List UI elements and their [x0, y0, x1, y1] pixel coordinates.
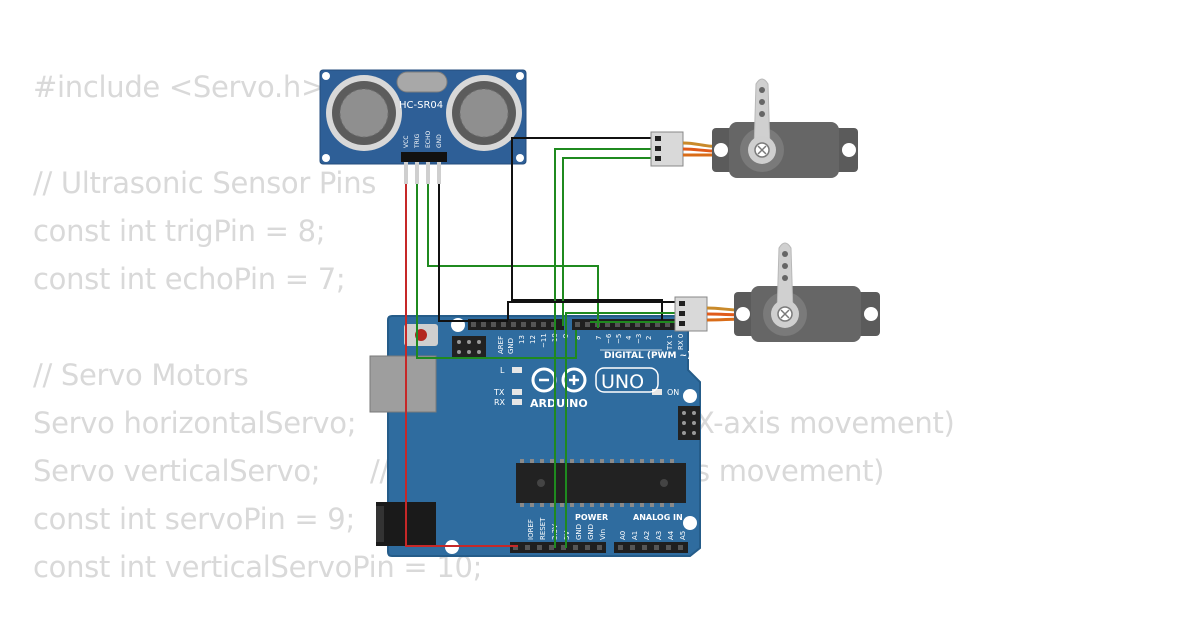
code-line-6-comment: X-axis movement): [695, 406, 955, 440]
led-l-label: L: [500, 366, 505, 375]
pin-label: A1: [631, 531, 639, 540]
pin-label: 2: [645, 336, 653, 340]
sensor-pin-header[interactable]: [401, 152, 447, 162]
wire-vcc[interactable]: [405, 184, 518, 547]
servo-motor-horizontal[interactable]: [650, 78, 858, 178]
uno-badge: [595, 367, 659, 393]
microcontroller-chip: [516, 459, 686, 507]
pin-label: ~11: [540, 333, 548, 348]
pin-label: IOREF: [527, 519, 535, 540]
code-line-1: #include <Servo.h>: [33, 70, 325, 104]
led-tx: [512, 389, 522, 395]
power-pin-header[interactable]: [510, 542, 606, 553]
icsp-header-small: [452, 336, 486, 358]
led-on: [652, 389, 662, 395]
digital-header-label: DIGITAL (PWM ~): [604, 351, 691, 361]
pin-label: 13: [518, 335, 526, 344]
pin-label: A2: [643, 531, 651, 540]
wire-servo2-gnd[interactable]: [507, 301, 676, 320]
pin-label: A4: [667, 530, 675, 540]
led-on-label: ON: [667, 388, 679, 397]
wire-trig[interactable]: [416, 184, 577, 359]
servo-screw-icon: [780, 309, 790, 319]
mount-hole: [683, 516, 697, 530]
wire-servo1-gnd[interactable]: [511, 137, 663, 320]
code-line-7-comment: //: [370, 454, 389, 488]
code-line-2: // Ultrasonic Sensor Pins: [33, 166, 377, 200]
analog-pin-header[interactable]: [614, 542, 688, 553]
wire-servo2-power[interactable]: [565, 312, 676, 548]
code-line-7: Servo verticalServo;: [33, 454, 321, 488]
sensor-pin-label: ECHO: [425, 131, 432, 148]
usb-connector: [369, 355, 437, 413]
power-header-label: POWER: [575, 513, 608, 522]
pin-label: 8: [574, 336, 582, 340]
led-l: [512, 367, 522, 373]
pin-label: GND: [575, 524, 583, 540]
transducer-right: [446, 75, 522, 151]
crystal-oscillator: [396, 71, 448, 93]
pin-label: ~5: [615, 334, 623, 344]
pin-label: A3: [655, 531, 663, 540]
code-line-6: Servo horizontalServo;: [33, 406, 357, 440]
pin-label: AREF: [497, 336, 505, 354]
pin-label: ~6: [605, 333, 613, 344]
pin-label: ~3: [635, 334, 643, 344]
code-line-3: const int trigPin = 8;: [33, 214, 326, 248]
icsp-header: [678, 406, 700, 440]
mount-hole: [683, 389, 697, 403]
arduino-uno-board[interactable]: AREF GND 13 12 ~11 ~10 ~9 8 7 ~6 ~5 4 ~3…: [369, 315, 701, 557]
arduino-brand: ARDUINO: [530, 397, 588, 410]
pin-label: A0: [619, 531, 627, 540]
pin-label: RX 0: [677, 334, 685, 350]
pin-label: 12: [529, 335, 537, 344]
code-line-5: // Servo Motors: [33, 358, 249, 392]
led-rx-label: RX: [494, 398, 506, 407]
code-line-4: const int echoPin = 7;: [33, 262, 346, 296]
pin-label: GND: [507, 338, 515, 354]
pin-label: GND: [587, 524, 595, 540]
pin-label: 7: [595, 336, 603, 340]
pin-label: Vin: [599, 529, 607, 540]
sensor-pin-label: GND: [436, 134, 443, 148]
wire-servo1-power[interactable]: [554, 148, 652, 548]
board-model: UNO: [601, 371, 644, 393]
pin-label: A5: [679, 531, 687, 540]
pin-label: RESET: [539, 517, 547, 540]
ultrasonic-sensor[interactable]: HC-SR04 VCC TRIG ECHO GND: [319, 69, 527, 184]
pin-label: TX 1: [666, 334, 674, 351]
wires: [405, 137, 676, 548]
servo-motor-vertical[interactable]: [674, 242, 880, 342]
wire-gnd[interactable]: [438, 184, 508, 322]
transducer-left: [326, 75, 402, 151]
led-tx-label: TX: [493, 388, 505, 397]
code-line-8: const int servoPin = 9;: [33, 502, 355, 536]
sensor-model-label: HC-SR04: [399, 100, 443, 111]
sensor-pin-label: VCC: [403, 136, 410, 148]
servo-screw-icon: [757, 145, 767, 155]
code-line-9: const int verticalServoPin = 10;: [33, 550, 483, 584]
wire-servo1-signal[interactable]: [562, 157, 652, 326]
analog-header-label: ANALOG IN: [633, 513, 683, 522]
sensor-pin-label: TRIG: [414, 133, 421, 149]
digital-pin-header[interactable]: [468, 319, 676, 330]
pin-label: 4: [625, 335, 633, 340]
led-rx: [512, 399, 522, 405]
